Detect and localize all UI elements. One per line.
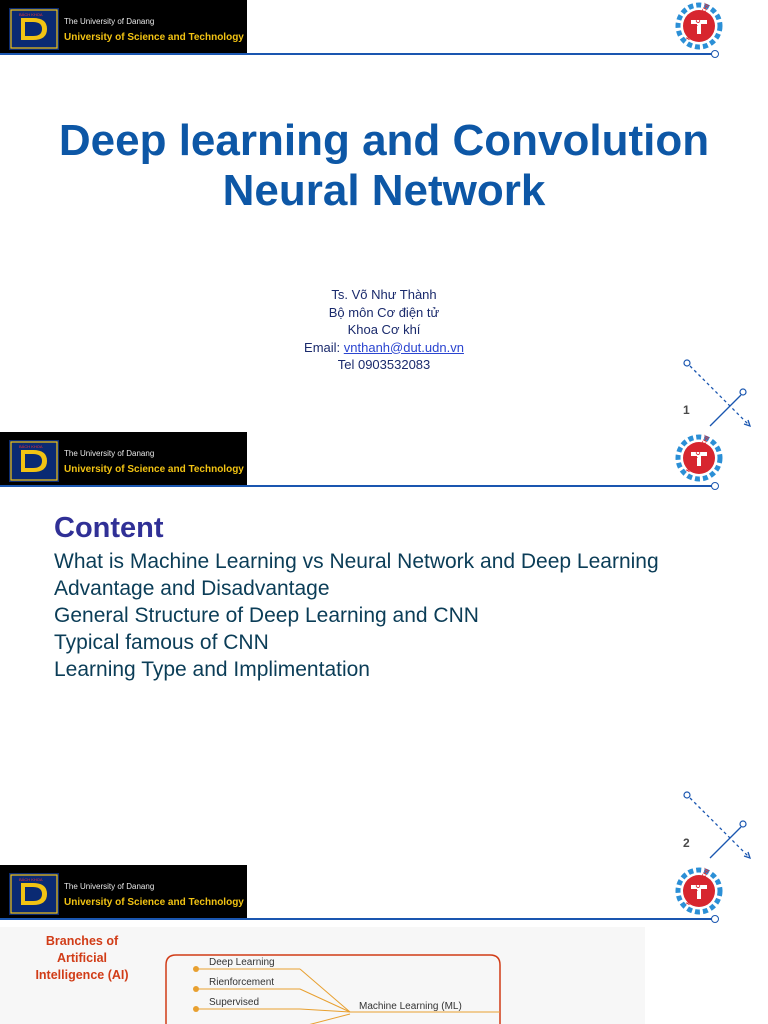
branches-title: Branches of Artificial Intelligence (AI) bbox=[35, 934, 129, 982]
email-label: Email: bbox=[304, 339, 344, 355]
list-item: Advantage and Disadvantage bbox=[54, 577, 330, 600]
content-heading: Content bbox=[54, 512, 164, 544]
page-number: 1 bbox=[683, 403, 690, 417]
slide-title: Deep learning and Convolution Neural Net… bbox=[0, 116, 768, 216]
slide-header: BÁCH KHOA The University of Danang Unive… bbox=[0, 0, 247, 54]
author-info: Ts. Võ Như Thành Bộ môn Cơ điện tử Khoa … bbox=[0, 286, 768, 374]
slide-2: BÁCH KHOA The University of Danang Unive… bbox=[0, 432, 768, 865]
logo-text: BÁCH KHOA bbox=[19, 12, 43, 17]
page-number: 2 bbox=[683, 836, 690, 850]
email-link[interactable]: vnthanh@dut.udn.vn bbox=[343, 339, 464, 355]
university-logo: BÁCH KHOA bbox=[9, 873, 59, 915]
list-item: Learning Type and Implimentation bbox=[54, 658, 370, 681]
header-divider bbox=[0, 53, 714, 55]
email-line: Email: vnthanh@dut.udn.vn bbox=[0, 339, 768, 357]
decorative-arrows bbox=[683, 359, 752, 428]
university-name: The University of Danang bbox=[64, 449, 155, 458]
branch-label: Deep Learning bbox=[209, 957, 275, 968]
logo-text: BÁCH KHOA bbox=[19, 877, 43, 882]
divider-end-dot bbox=[711, 50, 719, 58]
header-divider bbox=[0, 918, 714, 920]
branch-dot bbox=[193, 1006, 199, 1012]
faculty-gear-logo: KHOA CƠ KHÍ bbox=[675, 2, 723, 50]
university-subtitle: University of Science and Technology bbox=[64, 897, 244, 908]
slide-3: BÁCH KHOA The University of Danang Unive… bbox=[0, 865, 768, 1024]
content-list: What is Machine Learning vs Neural Netwo… bbox=[54, 548, 659, 683]
ai-branches-diagram: Branches of Artificial Intelligence (AI)… bbox=[0, 927, 645, 1024]
branch-dot bbox=[193, 986, 199, 992]
title-line-2: Neural Network bbox=[222, 166, 546, 215]
list-item: General Structure of Deep Learning and C… bbox=[54, 604, 479, 627]
slide-header: BÁCH KHOA The University of Danang Unive… bbox=[0, 865, 247, 919]
faculty-name: Khoa Cơ khí bbox=[347, 322, 421, 337]
ai-region-border bbox=[165, 954, 501, 1024]
list-item: Typical famous of CNN bbox=[54, 631, 269, 654]
divider-end-dot bbox=[711, 915, 719, 923]
department-name: Bộ môn Cơ điện tử bbox=[328, 304, 440, 320]
slide-header: BÁCH KHOA The University of Danang Unive… bbox=[0, 432, 247, 486]
university-subtitle: University of Science and Technology bbox=[64, 464, 244, 475]
faculty-gear-logo: KHOA CƠ KHÍ bbox=[675, 867, 723, 915]
divider-end-dot bbox=[711, 482, 719, 490]
header-divider bbox=[0, 485, 714, 487]
phone-number: Tel 0903532083 bbox=[337, 357, 431, 372]
author-name: Ts. Võ Như Thành bbox=[331, 287, 437, 302]
logo-text: BÁCH KHOA bbox=[19, 444, 43, 449]
branch-label: Supervised bbox=[209, 997, 259, 1008]
university-subtitle: University of Science and Technology bbox=[64, 32, 244, 43]
branch-label: Rienforcement bbox=[209, 977, 274, 988]
faculty-gear-logo: KHOA CƠ KHÍ bbox=[675, 434, 723, 482]
decorative-arrows bbox=[683, 791, 752, 860]
list-item: What is Machine Learning vs Neural Netwo… bbox=[54, 550, 659, 573]
university-logo: BÁCH KHOA bbox=[9, 8, 59, 50]
branch-dot bbox=[193, 966, 199, 972]
university-name: The University of Danang bbox=[64, 882, 155, 891]
branches-diagram-svg: Deep Learning Rienforcement Supervised M… bbox=[165, 954, 501, 1024]
university-logo: BÁCH KHOA bbox=[9, 440, 59, 482]
group-label: Machine Learning (ML) bbox=[359, 1001, 462, 1012]
university-name: The University of Danang bbox=[64, 17, 155, 26]
title-line-1: Deep learning and Convolution bbox=[58, 116, 710, 165]
slide-1: BÁCH KHOA The University of Danang Unive… bbox=[0, 0, 768, 432]
